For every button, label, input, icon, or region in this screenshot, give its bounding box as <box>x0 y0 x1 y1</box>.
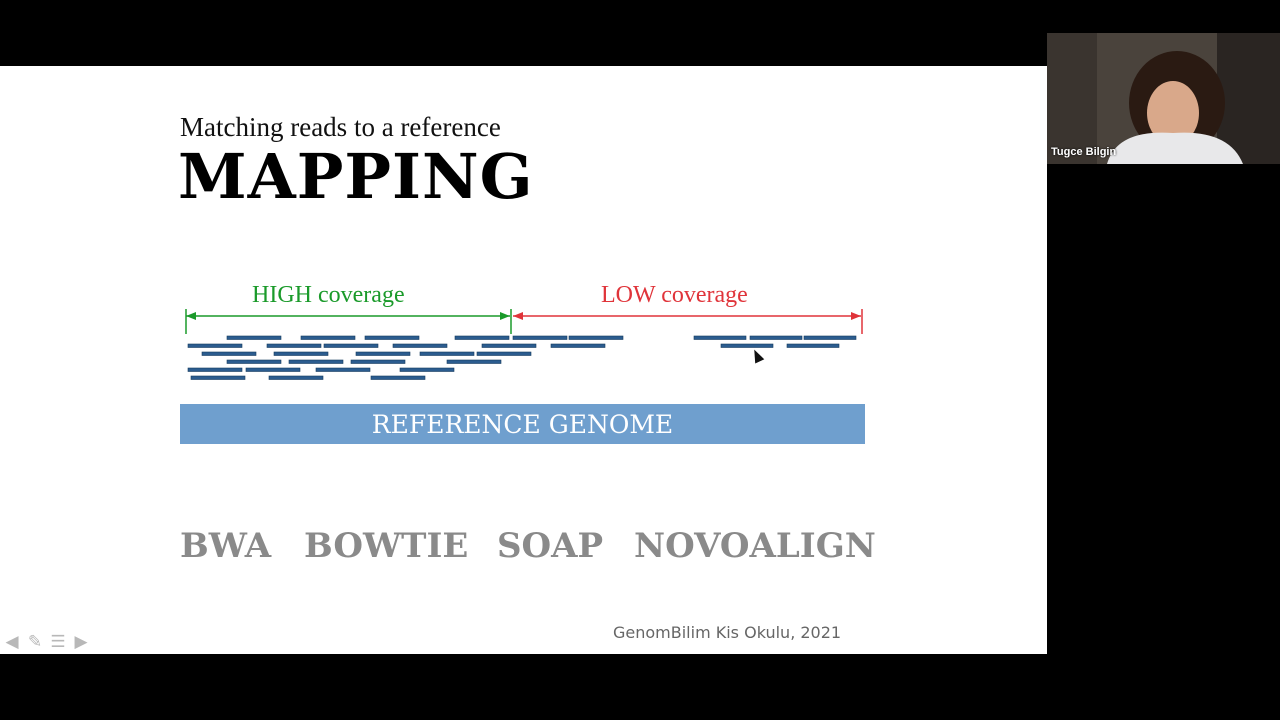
slide-footer: GenomBilim Kis Okulu, 2021 <box>613 623 842 642</box>
slide-nav-controls: ◀ ✎ ☰ ▶ <box>2 632 91 652</box>
read <box>266 343 322 348</box>
read <box>568 335 624 340</box>
read <box>300 335 356 340</box>
arrow-right-icon[interactable]: ▶ <box>74 632 88 651</box>
read <box>350 359 406 364</box>
menu-icon[interactable]: ☰ <box>50 632 66 651</box>
read <box>399 367 455 372</box>
slide-subtitle: Matching reads to a reference <box>180 112 501 142</box>
read <box>226 335 282 340</box>
tool-novoalign: NOVOALIGN <box>634 526 876 566</box>
read <box>226 359 282 364</box>
tool-soap: SOAP <box>497 526 604 566</box>
coverage-diagram <box>185 309 863 380</box>
read <box>419 351 475 356</box>
high-coverage-arrow <box>185 309 512 334</box>
reference-genome-label: REFERENCE GENOME <box>371 409 674 439</box>
read <box>446 359 502 364</box>
read <box>315 367 371 372</box>
read <box>288 359 344 364</box>
read <box>803 335 857 340</box>
read <box>481 343 537 348</box>
read <box>392 343 448 348</box>
sequencing-reads <box>187 335 857 380</box>
read <box>201 351 257 356</box>
reference-genome-bar: REFERENCE GENOME <box>180 404 865 444</box>
participant-video <box>1047 33 1280 164</box>
slide-title: MAPPING <box>178 140 534 213</box>
tool-bowtie: BOWTIE <box>304 526 469 566</box>
read <box>323 343 379 348</box>
webcam-tile[interactable]: Tugce Bilgin <box>1047 33 1280 164</box>
presentation-slide: Matching reads to a reference MAPPING HI… <box>0 66 1047 654</box>
read <box>693 335 747 340</box>
low-coverage-arrow <box>513 309 863 334</box>
read <box>273 351 329 356</box>
tool-bwa: BWA <box>180 526 272 566</box>
read <box>550 343 606 348</box>
high-coverage-label: HIGH coverage <box>252 282 405 308</box>
read <box>476 351 532 356</box>
read <box>454 335 510 340</box>
pencil-icon[interactable]: ✎ <box>27 632 43 651</box>
read <box>720 343 774 348</box>
low-coverage-label: LOW coverage <box>601 282 748 308</box>
read <box>245 367 301 372</box>
read <box>512 335 568 340</box>
arrow-left-icon[interactable]: ◀ <box>5 632 19 651</box>
read <box>786 343 840 348</box>
read <box>749 335 803 340</box>
read <box>187 367 243 372</box>
read <box>355 351 411 356</box>
read <box>364 335 420 340</box>
read <box>187 343 243 348</box>
read <box>190 375 246 380</box>
read <box>268 375 324 380</box>
read <box>370 375 426 380</box>
participant-name: Tugce Bilgin <box>1051 146 1117 158</box>
